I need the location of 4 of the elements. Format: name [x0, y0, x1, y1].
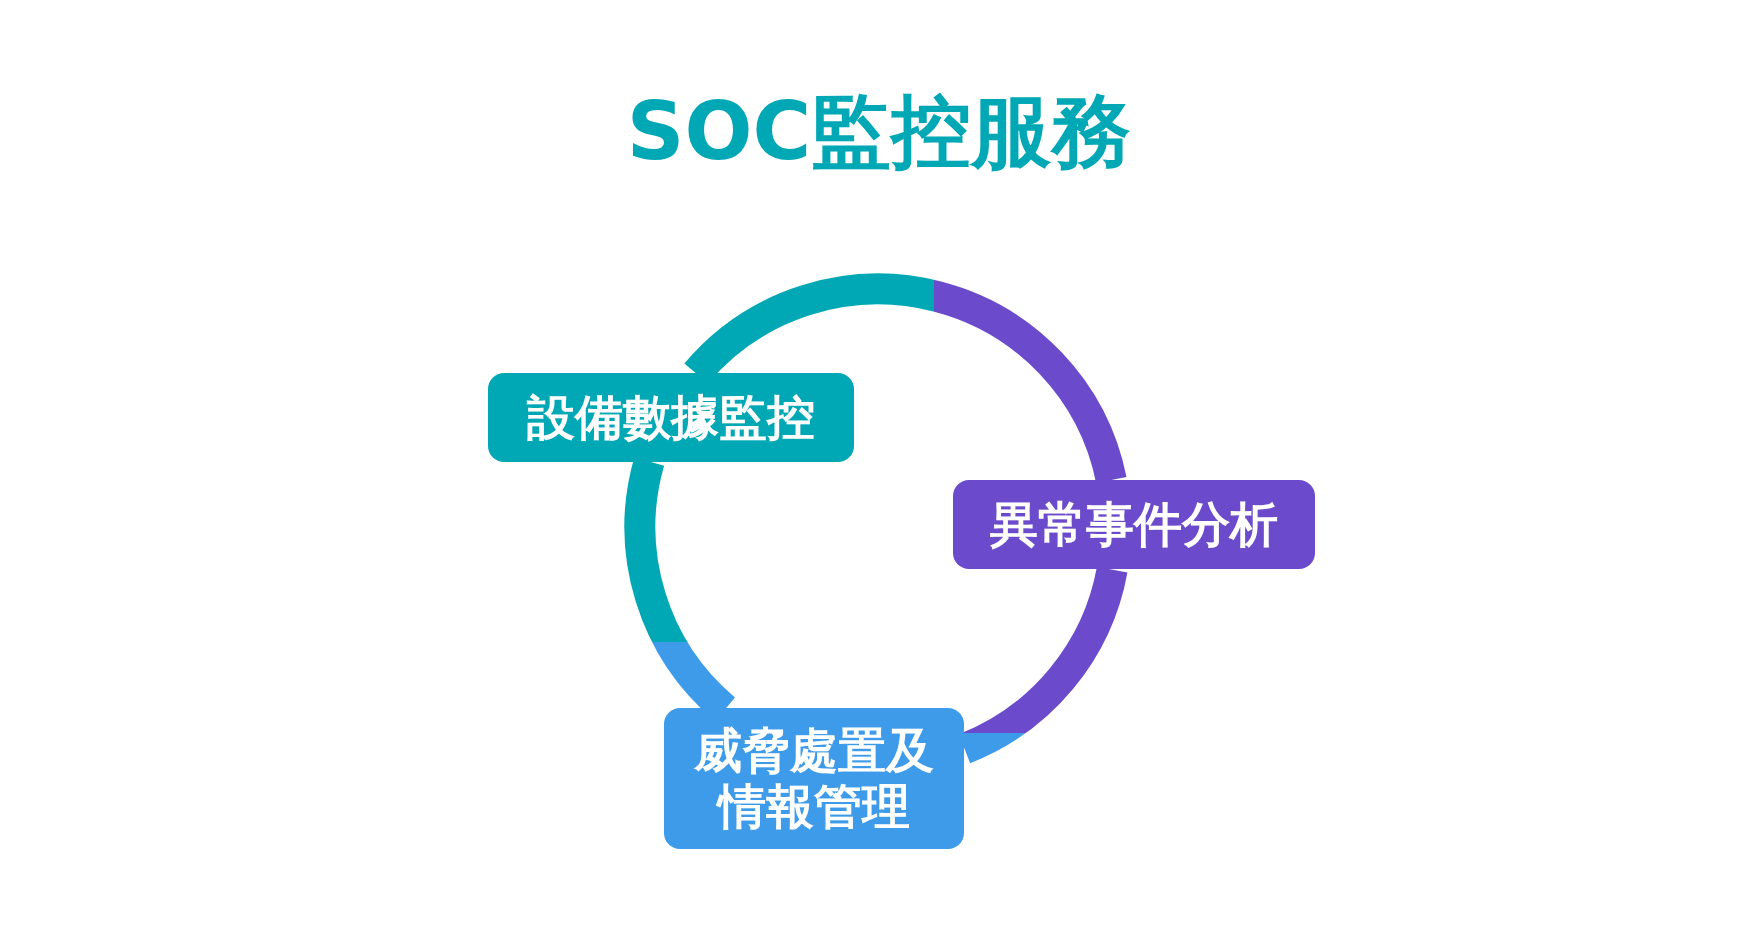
- label-box: 異常事件分析: [953, 480, 1315, 569]
- label-box: 設備數據監控: [488, 373, 854, 462]
- title: SOC監控服務: [626, 85, 1132, 178]
- label-box: 威脅處置及情報管理: [664, 708, 964, 849]
